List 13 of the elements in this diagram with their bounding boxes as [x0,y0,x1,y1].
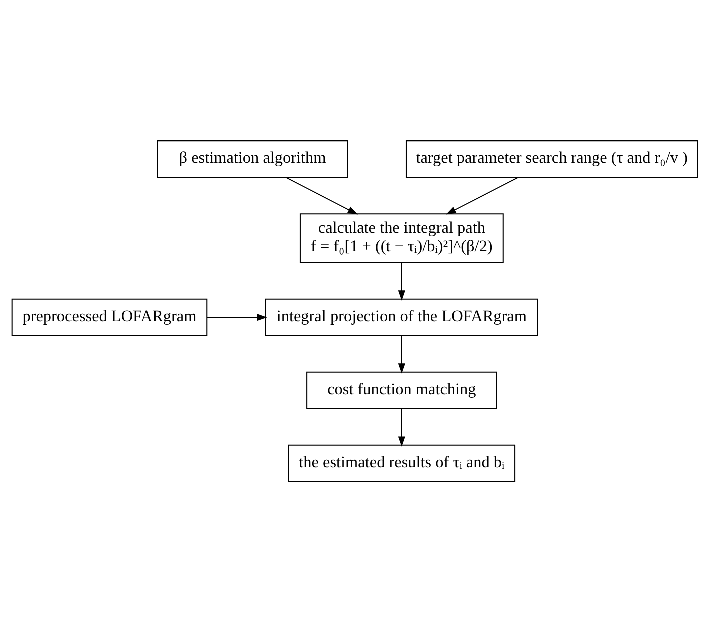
arrow [398,409,406,447]
arrow [398,263,406,301]
arrow [446,177,519,215]
node-box: integral projection of the LOFARgram [265,298,538,336]
node-box: cost function matching [306,372,498,410]
arrow [207,314,268,322]
node-box: β estimation algorithm [157,140,348,178]
node-box: the estimated results of τᵢ and bᵢ [288,444,516,482]
node-box: preprocessed LOFARgram [12,298,208,336]
node-box: calculate the integral path f = f₀[1 + ((t − τᵢ)/bᵢ)²]^(β/2) [300,214,504,264]
arrow [286,177,358,215]
arrow [398,336,406,374]
node-box: target parameter search range (τ and r₀/v ) [406,140,698,178]
